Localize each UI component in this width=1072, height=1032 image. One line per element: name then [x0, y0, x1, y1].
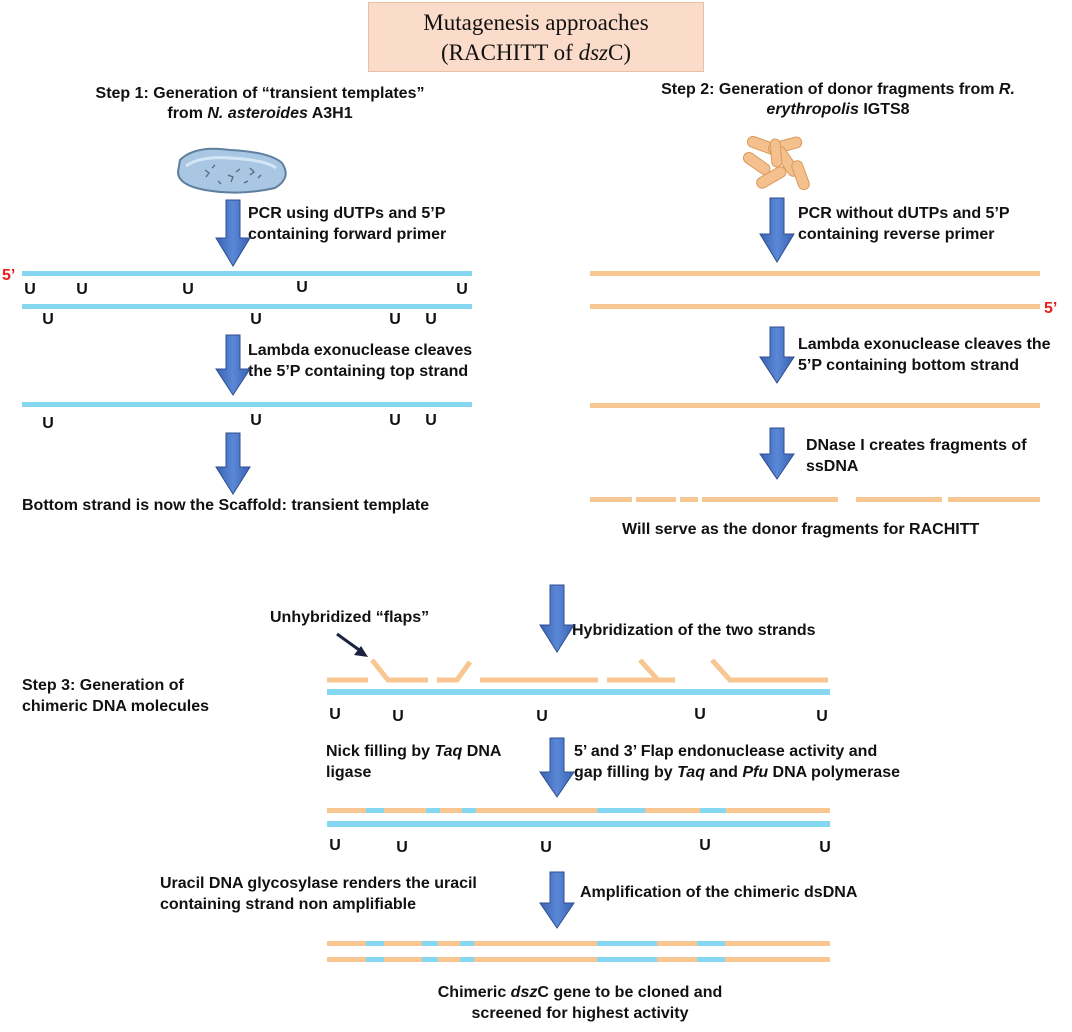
step2-arrows: [759, 197, 795, 480]
step2-heading-line-1: Step 2: Generation of donor fragments fr…: [661, 81, 1015, 98]
step2-result-label: Will serve as the donor fragments for RA…: [622, 521, 980, 538]
hybridized-molecule: [327, 658, 830, 695]
hybridized-donor-fragments: [327, 658, 828, 683]
hybridization-scaffold: [327, 689, 830, 695]
title-box: Mutagenesis approaches (RACHITT of dszC): [368, 2, 704, 72]
uracil-marker: U: [329, 706, 341, 723]
step2-pcr-label: PCR without dUTPs and 5’P containing rev…: [798, 205, 1010, 243]
five-prime-label-step2: 5’: [1044, 300, 1057, 317]
step2-lambda-label: Lambda exonuclease cleaves the 5’P conta…: [798, 336, 1051, 374]
step1-heading-line-2: from N. asteroides A3H1: [167, 105, 353, 122]
uracil-marker: U: [396, 839, 408, 856]
r-erythropolis-cells-icon: [742, 135, 810, 191]
uracil-marker: U: [816, 708, 828, 725]
uracil-marker: U: [425, 311, 437, 328]
uracil-marker: U: [24, 281, 36, 298]
arrow-down-icon: [539, 871, 575, 929]
uracil-marker: U: [76, 281, 88, 298]
arrow-down-icon: [759, 326, 795, 384]
flap-pointer-arrow-icon: [336, 632, 368, 657]
arrow-down-icon: [215, 432, 251, 495]
uracil-marker: U: [694, 706, 706, 723]
step1-result-label: Bottom strand is now the Scaffold: trans…: [22, 497, 430, 514]
step1-arrows: [215, 199, 251, 495]
step2-heading: Step 2: Generation of donor fragments fr…: [598, 80, 1072, 120]
uracil-marker: U: [456, 281, 468, 298]
uracil-marker: U: [392, 708, 404, 725]
top-strand-template: [22, 271, 472, 276]
uracil-marker: U: [425, 412, 437, 429]
uracil-marker: U: [42, 415, 54, 432]
step1-pcr-label: PCR using dUTPs and 5’P containing forwa…: [248, 205, 447, 243]
step1-heading-line-1: Step 1: Generation of “transient templat…: [95, 85, 425, 102]
step3-heading: Step 3: Generation of chimeric DNA molec…: [22, 677, 210, 715]
step1-heading: Step 1: Generation of “transient templat…: [40, 84, 480, 124]
arrow-down-icon: [759, 197, 795, 263]
five-prime-label-step1: 5’: [2, 267, 15, 284]
donor-single-strand: [590, 403, 1040, 408]
title-line-1: Mutagenesis approaches: [423, 10, 649, 35]
scaffold-strand: [22, 402, 472, 407]
uracil-marker: U: [536, 708, 548, 725]
uracil-marker: U: [296, 279, 308, 296]
arrow-down-icon: [539, 584, 575, 653]
step1-dsdna: [22, 271, 472, 407]
donor-top-strand: [590, 271, 1040, 276]
uracil-marker: U: [819, 839, 831, 856]
step1-lambda-label: Lambda exonuclease cleaves the 5’P conta…: [248, 342, 473, 380]
amplification-label: Amplification of the chimeric dsDNA: [580, 884, 858, 901]
step2-dsdna: [590, 271, 1040, 502]
final-result-label: Chimeric dszC gene to be cloned and scre…: [437, 984, 723, 1022]
uracil-marker: U: [699, 837, 711, 854]
donor-fragments: [590, 497, 1040, 502]
uracil-marker: U: [329, 837, 341, 854]
n-asteroides-cell-icon: [176, 147, 287, 194]
uracil-marker: U: [250, 412, 262, 429]
uracil-marker: U: [182, 281, 194, 298]
bottom-strand-template: [22, 304, 472, 309]
chimeric-dsdna: [327, 941, 830, 962]
repaired-molecule: [327, 808, 830, 827]
uracil-marker: U: [250, 311, 262, 328]
uracil-marker: U: [42, 311, 54, 328]
uracil-marker: U: [389, 311, 401, 328]
uracil-glycosylase-label: Uracil DNA glycosylase renders the uraci…: [160, 875, 477, 913]
arrow-down-icon: [215, 199, 251, 267]
title-line-2: (RACHITT of dszC): [441, 40, 631, 65]
uracil-marker: U: [389, 412, 401, 429]
step2-heading-line-2: erythropolis IGTS8: [766, 101, 910, 118]
flap-endonuclease-label: 5’ and 3’ Flap endonuclease activity and…: [574, 743, 900, 781]
flaps-label: Unhybridized “flaps”: [270, 609, 430, 626]
arrow-down-icon: [759, 427, 795, 480]
donor-bottom-strand: [590, 304, 1040, 309]
arrow-down-icon: [215, 334, 251, 396]
step2-dnase-label: DNase I creates fragments of ssDNA: [806, 437, 1027, 475]
uracil-marker: U: [540, 839, 552, 856]
nick-filling-label: Nick filling by Taq DNA ligase: [326, 743, 502, 781]
hybridization-label: Hybridization of the two strands: [572, 622, 816, 639]
arrow-down-icon: [539, 737, 575, 798]
step3-arrows: [539, 584, 575, 929]
